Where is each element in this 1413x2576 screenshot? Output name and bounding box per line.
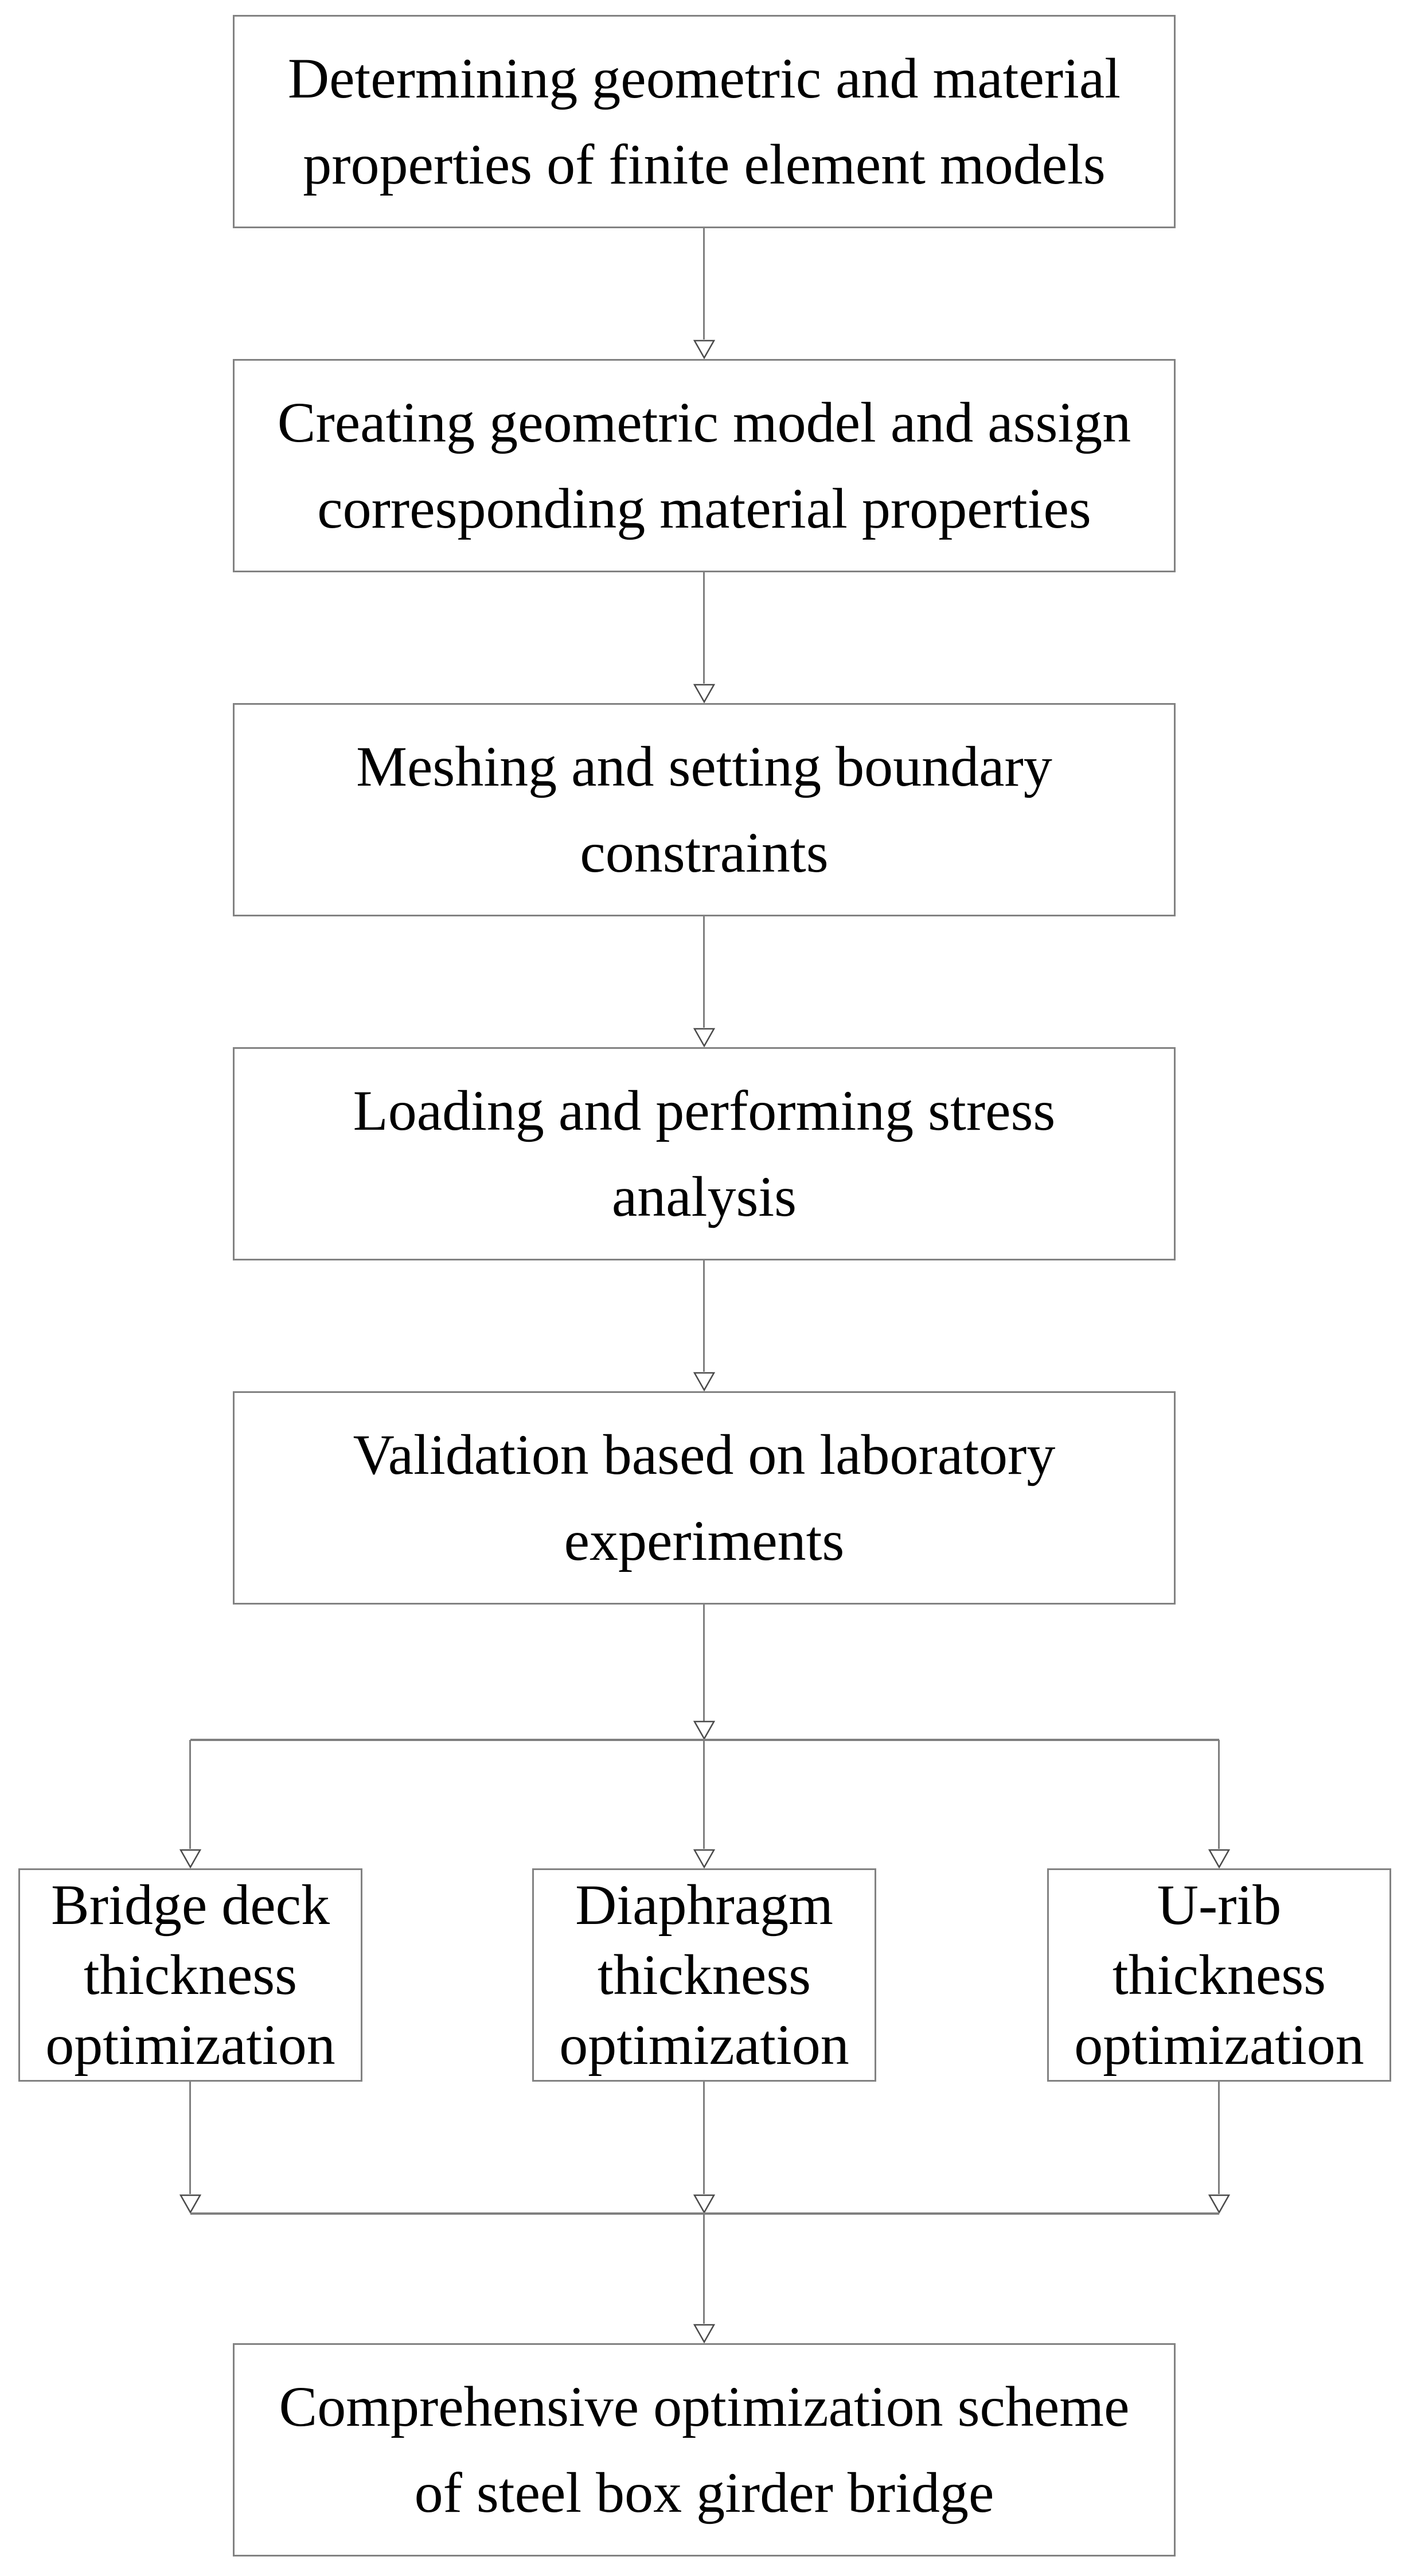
connector-line [189,2082,191,2194]
branch-merge-line [190,2212,1219,2215]
connector-line [703,2082,705,2194]
flow-box-text-line: optimization [45,2013,335,2077]
flow-box-text-line: experiments [564,1509,845,1572]
connector-line [703,572,705,684]
flow-box-loading-stress-analysis: Loading and performing stress analysis [233,1047,1176,1260]
connector-line [703,916,705,1028]
arrowhead-icon [179,2194,201,2214]
connector-line [1218,2082,1220,2194]
flow-box-text-line: Validation based on laboratory [353,1423,1056,1486]
flow-box-text-line: thickness [83,1943,298,2007]
flow-box-text-line: Comprehensive optimization scheme [279,2375,1130,2438]
flow-box-text-line: constraints [580,821,829,884]
connector-line [703,2214,705,2324]
connector-line [703,228,705,339]
flow-box-determine-properties: Determining geometric and material prope… [233,15,1176,228]
flow-box-u-rib-optimization: U-rib thickness optimization [1047,1868,1391,2082]
flow-box-text-line: thickness [1112,1943,1326,2007]
flow-box-text-line: thickness [597,1943,811,2007]
connector-line [189,1740,191,1849]
flow-box-validation-experiments: Validation based on laboratory experimen… [233,1391,1176,1605]
flow-box-text-line: properties of finite element models [303,132,1106,196]
arrowhead-icon [693,1849,715,1868]
arrowhead-icon [693,1372,715,1391]
flow-box-text-line: Bridge deck [51,1873,330,1937]
flow-box-text-line: Meshing and setting boundary [356,735,1052,798]
arrowhead-icon [693,2324,715,2343]
flow-box-text-line: Determining geometric and material [287,46,1121,110]
flow-box-bridge-deck-optimization: Bridge deck thickness optimization [18,1868,362,2082]
flow-box-text-line: analysis [611,1165,797,1228]
arrowhead-icon [1208,1849,1230,1868]
connector-line [703,1260,705,1372]
arrowhead-icon [693,339,715,359]
flow-box-comprehensive-scheme: Comprehensive optimization scheme of ste… [233,2343,1176,2557]
connector-line [1218,1740,1220,1849]
flow-box-text-line: Creating geometric model and assign [277,391,1131,454]
connector-line [703,1605,705,1721]
branch-split-line [190,1739,1219,1741]
arrowhead-icon [179,1849,201,1868]
flow-box-meshing-boundary: Meshing and setting boundary constraints [233,703,1176,916]
arrowhead-icon [693,1028,715,1047]
connector-line [703,1740,705,1849]
flow-box-text-line: U-rib [1157,1873,1282,1937]
flow-box-text-line: Diaphragm [575,1873,833,1937]
flow-box-text-line: of steel box girder bridge [414,2461,994,2524]
flow-box-text-line: optimization [559,2013,849,2077]
flow-box-text-line: optimization [1074,2013,1364,2077]
flow-box-create-geometric-model: Creating geometric model and assign corr… [233,359,1176,572]
arrowhead-icon [693,2194,715,2214]
flow-box-text-line: Loading and performing stress [353,1079,1056,1142]
arrowhead-icon [693,684,715,703]
flow-box-text-line: corresponding material properties [317,477,1091,540]
arrowhead-icon [693,1720,715,1740]
arrowhead-icon [1208,2194,1230,2214]
flow-box-diaphragm-optimization: Diaphragm thickness optimization [532,1868,876,2082]
